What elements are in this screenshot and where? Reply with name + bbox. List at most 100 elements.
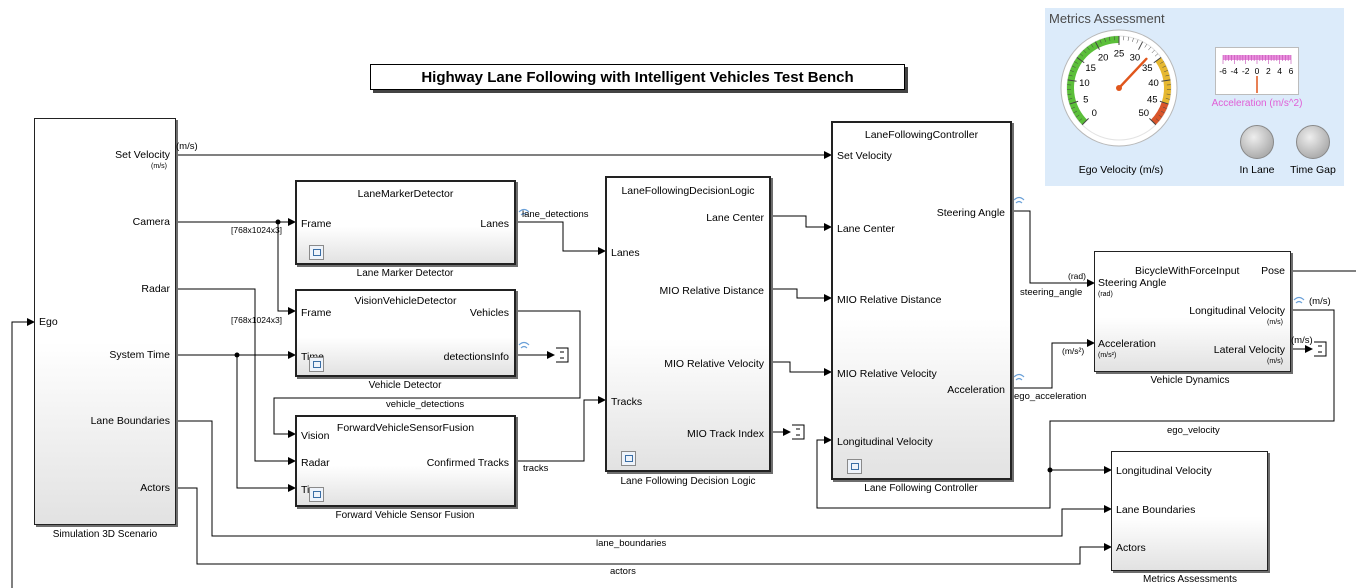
port-frame: Frame bbox=[301, 218, 332, 230]
gauge-tick-label: 40 bbox=[1148, 78, 1159, 89]
block-header-vehicle-detector: VisionVehicleDetector bbox=[354, 295, 457, 307]
linear-gauge-tick-label: -2 bbox=[1242, 66, 1250, 76]
gauge-tick bbox=[1104, 37, 1106, 42]
port-steering-angle: Steering Angle bbox=[936, 207, 1005, 219]
block-lane-following-decision-logic[interactable]: LaneFollowingDecisionLogic Lane Center L… bbox=[605, 176, 771, 472]
gauge-tick bbox=[1094, 41, 1100, 50]
block-lane-marker-detector[interactable]: LaneMarkerDetector Frame Lanes bbox=[295, 180, 516, 265]
wire-ego-feedback bbox=[11, 318, 35, 588]
wire-vehicle-detections bbox=[273, 310, 581, 438]
block-header-controller: LaneFollowingController bbox=[864, 129, 979, 141]
time-gap-label: Time Gap bbox=[1290, 164, 1336, 176]
gauge-tick bbox=[1166, 93, 1171, 95]
wire-lane-center bbox=[770, 215, 832, 231]
gauge-tick bbox=[1099, 39, 1102, 44]
port-radar: Radar bbox=[141, 283, 170, 295]
block-name-simulation-3d-scenario: Simulation 3D Scenario bbox=[52, 529, 158, 540]
panel-title: Metrics Assessment bbox=[1049, 11, 1165, 26]
gauge-tick bbox=[1155, 118, 1160, 122]
linear-gauge-tick-label: -6 bbox=[1219, 66, 1227, 76]
acceleration-gauge-label: Acceleration (m/s^2) bbox=[1211, 98, 1303, 109]
port-lane-center: Lane Center bbox=[837, 223, 895, 235]
block-name-lane-marker-detector: Lane Marker Detector bbox=[356, 268, 454, 279]
gauge-tick bbox=[1162, 65, 1167, 68]
block-simulation-3d-scenario[interactable]: Set Velocity (m/s) Camera Radar System T… bbox=[34, 118, 176, 525]
wire-actors bbox=[175, 487, 1112, 565]
terminator-lat-vel bbox=[1314, 341, 1327, 357]
gauge-tick bbox=[1071, 65, 1076, 68]
block-header-decision-logic: LaneFollowingDecisionLogic bbox=[621, 185, 755, 197]
model-reference-icon bbox=[621, 451, 636, 466]
wire-label-camera-size: [768x1024x3] bbox=[231, 225, 283, 235]
terminator-detections-info bbox=[556, 347, 569, 363]
port-set-velocity: Set Velocity bbox=[837, 150, 892, 162]
port-mio-relative-distance: MIO Relative Distance bbox=[837, 294, 942, 306]
linear-gauge-tick-label: 0 bbox=[1255, 66, 1260, 76]
gauge-tick bbox=[1074, 61, 1078, 64]
port-tracks: Tracks bbox=[611, 396, 643, 408]
gauge-tick bbox=[1073, 110, 1078, 114]
port-lateral-velocity-unit: (m/s) bbox=[1267, 358, 1283, 365]
model-reference-icon bbox=[847, 459, 862, 474]
port-longitudinal-velocity: Longitudinal Velocity bbox=[1116, 465, 1212, 477]
wire-lane-detections bbox=[515, 221, 606, 255]
wire-label-vehicle-detections: vehicle_detections bbox=[386, 399, 465, 410]
port-acceleration: Acceleration bbox=[1098, 338, 1156, 350]
gauge-tick-label: 10 bbox=[1079, 78, 1090, 89]
gauge-tick bbox=[1132, 37, 1134, 42]
gauge-tick bbox=[1160, 61, 1164, 64]
gauge-tick bbox=[1153, 57, 1162, 64]
gauge-tick bbox=[1160, 110, 1165, 114]
gauge-tick bbox=[1144, 43, 1148, 48]
block-lane-following-controller[interactable]: LaneFollowingController Set Velocity Ste… bbox=[831, 121, 1012, 480]
block-vehicle-detector[interactable]: VisionVehicleDetector Frame Vehicles Tim… bbox=[295, 289, 516, 377]
block-vehicle-dynamics[interactable]: BicycleWithForceInput Pose Steering Angl… bbox=[1094, 251, 1291, 372]
gauge-tick bbox=[1086, 46, 1090, 51]
linear-gauge-tick-label: -4 bbox=[1231, 66, 1239, 76]
port-steering-angle: Steering Angle bbox=[1098, 277, 1167, 289]
gauge-tick-label: 30 bbox=[1130, 52, 1141, 63]
wire-mio-vel bbox=[770, 361, 832, 376]
port-vehicles: Vehicles bbox=[469, 307, 509, 319]
port-detections-info: detectionsInfo bbox=[443, 351, 509, 363]
wire-tracks bbox=[515, 396, 606, 462]
gauge-tick bbox=[1081, 118, 1089, 126]
in-lane-label: In Lane bbox=[1239, 164, 1275, 176]
port-camera: Camera bbox=[132, 216, 170, 228]
wire-label-ego-velocity: ego_velocity bbox=[1167, 425, 1220, 436]
gauge-zone bbox=[1155, 57, 1171, 105]
gauge-tick bbox=[1067, 93, 1072, 95]
gauge-tick-label: 15 bbox=[1085, 63, 1096, 74]
gauge-tick bbox=[1136, 39, 1139, 44]
gauge-tick-label: 20 bbox=[1098, 52, 1109, 63]
block-forward-vehicle-sensor-fusion[interactable]: ForwardVehicleSensorFusion Vision Radar … bbox=[295, 415, 516, 507]
port-actors: Actors bbox=[1116, 542, 1146, 554]
gauge-tick bbox=[1076, 57, 1085, 64]
gauge-tick bbox=[1069, 70, 1074, 72]
port-set-velocity-unit: (m/s) bbox=[151, 163, 167, 170]
port-acceleration: Acceleration bbox=[947, 384, 1005, 396]
wire-steering bbox=[1011, 210, 1095, 287]
port-acceleration-unit: (m/s²) bbox=[1098, 352, 1117, 359]
gauge-tick bbox=[1068, 74, 1073, 77]
port-lane-center: Lane Center bbox=[706, 212, 764, 224]
model-reference-icon bbox=[309, 487, 324, 502]
terminator-mio-track bbox=[792, 424, 805, 440]
gauge-tick bbox=[1079, 53, 1084, 57]
port-system-time: System Time bbox=[109, 349, 170, 361]
wire-acceleration bbox=[1011, 339, 1095, 389]
block-name-vehicle-detector: Vehicle Detector bbox=[368, 380, 442, 391]
gauge-tick bbox=[1161, 79, 1171, 82]
gauge-tick bbox=[1165, 98, 1170, 100]
gauge-tick bbox=[1068, 98, 1073, 100]
block-metrics-assessments[interactable]: Longitudinal Velocity Lane Boundaries Ac… bbox=[1111, 451, 1268, 571]
wire-label-steering-unit: (rad) bbox=[1068, 271, 1086, 281]
gauge-tick bbox=[1154, 53, 1159, 57]
block-name-decision-logic: Lane Following Decision Logic bbox=[620, 476, 756, 487]
